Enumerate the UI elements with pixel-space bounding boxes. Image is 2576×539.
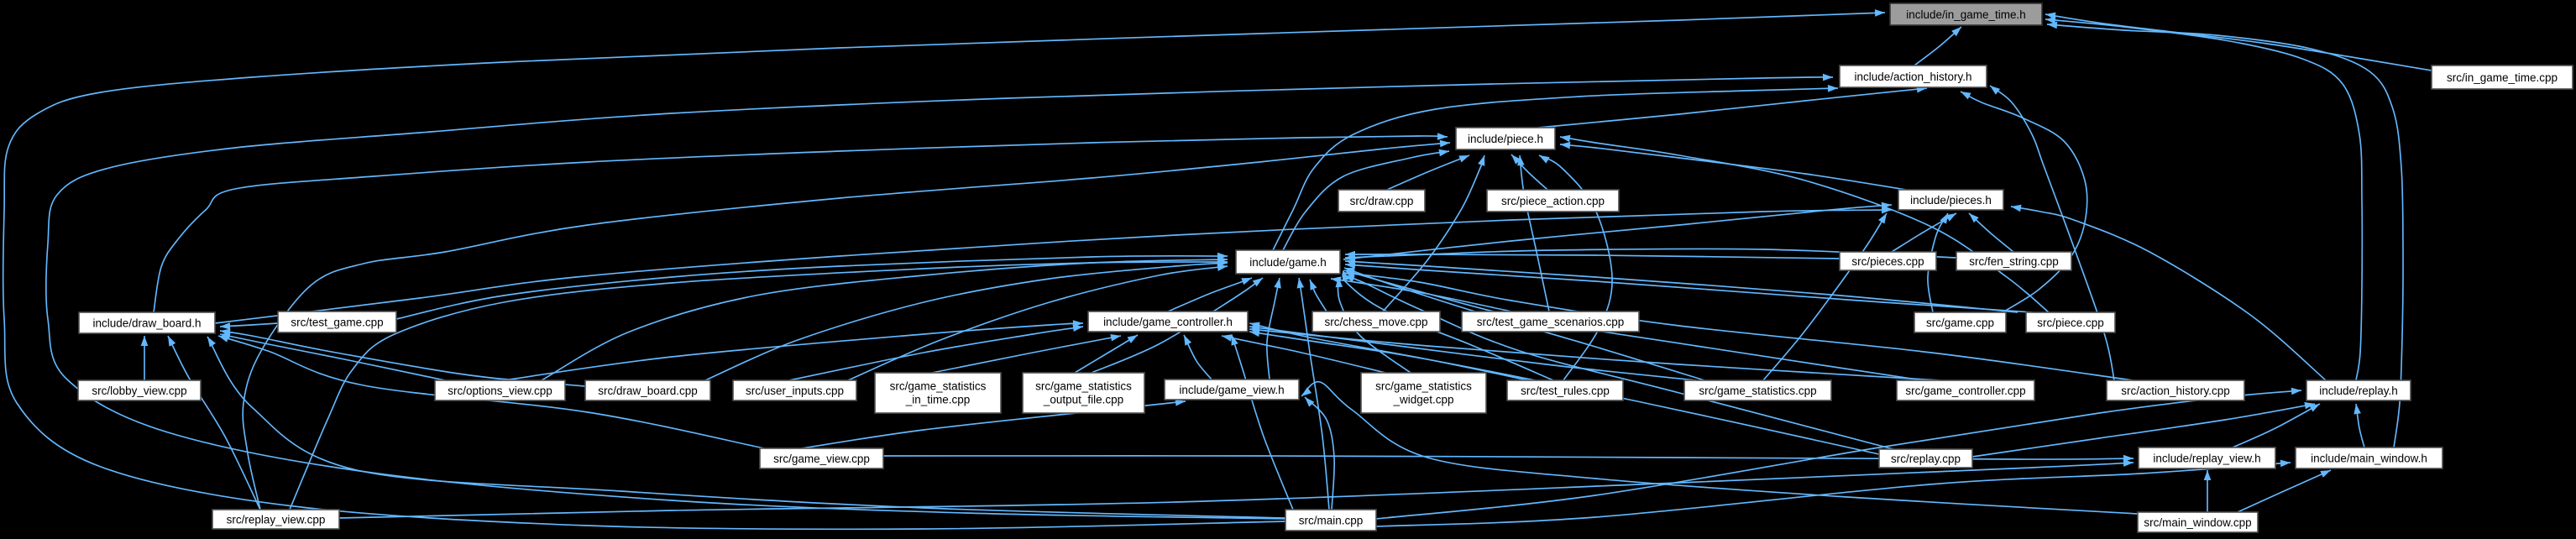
svg-text:include/piece.h: include/piece.h [1468, 133, 1543, 145]
svg-text:src/piece.cpp: src/piece.cpp [2037, 317, 2104, 329]
svg-text:src/piece_action.cpp: src/piece_action.cpp [1501, 195, 1605, 207]
svg-text:src/action_history.cpp: src/action_history.cpp [2121, 385, 2230, 397]
svg-text:src/game_statistics: src/game_statistics [1375, 380, 1472, 393]
svg-text:src/game.cpp: src/game.cpp [1926, 317, 1994, 329]
svg-text:src/fen_string.cpp: src/fen_string.cpp [1969, 255, 2059, 268]
svg-text:include/pieces.h: include/pieces.h [1910, 194, 1992, 207]
svg-text:include/main_window.h: include/main_window.h [2311, 452, 2427, 464]
svg-text:src/game_view.cpp: src/game_view.cpp [773, 453, 870, 465]
svg-text:src/main_window.cpp: src/main_window.cpp [2144, 516, 2251, 529]
svg-text:src/game_statistics: src/game_statistics [890, 380, 987, 393]
svg-text:src/draw.cpp: src/draw.cpp [1350, 195, 1414, 207]
svg-text:src/user_inputs.cpp: src/user_inputs.cpp [746, 385, 844, 397]
svg-text:include/draw_board.h: include/draw_board.h [92, 317, 201, 329]
svg-text:src/game_statistics: src/game_statistics [1035, 380, 1132, 393]
svg-text:include/game.h: include/game.h [1249, 256, 1327, 269]
svg-text:include/game_view.h: include/game_view.h [1179, 384, 1284, 396]
svg-text:include/action_history.h: include/action_history.h [1854, 71, 1971, 83]
svg-text:src/pieces.cpp: src/pieces.cpp [1851, 255, 1924, 268]
svg-text:src/in_game_time.cpp: src/in_game_time.cpp [2447, 71, 2558, 84]
svg-text:src/test_rules.cpp: src/test_rules.cpp [1521, 385, 1610, 397]
svg-text:src/test_game.cpp: src/test_game.cpp [291, 316, 383, 328]
svg-text:include/replay.h: include/replay.h [2319, 385, 2398, 397]
svg-text:include/game_controller.h: include/game_controller.h [1103, 316, 1233, 328]
svg-text:src/game_statistics.cpp: src/game_statistics.cpp [1699, 385, 1816, 397]
svg-text:src/game_controller.cpp: src/game_controller.cpp [1905, 385, 2025, 397]
svg-text:include/in_game_time.h: include/in_game_time.h [1906, 8, 2026, 21]
svg-text:src/options_view.cpp: src/options_view.cpp [448, 385, 552, 397]
svg-text:src/lobby_view.cpp: src/lobby_view.cpp [92, 385, 186, 397]
svg-text:src/test_game_scenarios.cpp: src/test_game_scenarios.cpp [1477, 316, 1625, 328]
svg-text:_output_file.cpp: _output_file.cpp [1043, 394, 1123, 406]
svg-text:_in_time.cpp: _in_time.cpp [905, 394, 971, 406]
svg-text:_widget.cpp: _widget.cpp [1392, 394, 1453, 406]
svg-text:src/replay_view.cpp: src/replay_view.cpp [227, 513, 326, 526]
svg-text:src/replay.cpp: src/replay.cpp [1891, 453, 1961, 465]
svg-text:include/replay_view.h: include/replay_view.h [2153, 452, 2260, 464]
svg-text:src/chess_move.cpp: src/chess_move.cpp [1324, 316, 1427, 328]
svg-text:src/draw_board.cpp: src/draw_board.cpp [598, 385, 698, 397]
svg-text:src/main.cpp: src/main.cpp [1299, 514, 1364, 526]
